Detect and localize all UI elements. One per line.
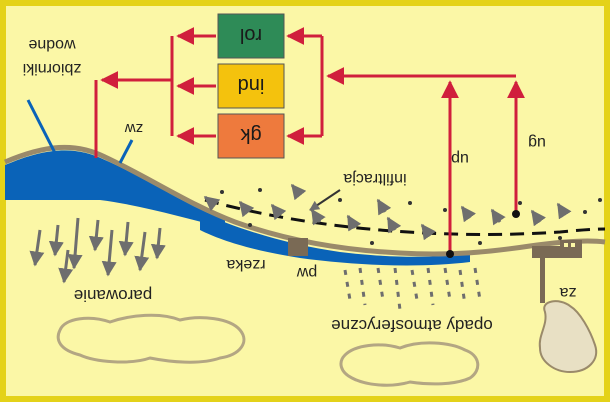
label-za: za: [559, 284, 576, 301]
box-gk: [217, 113, 285, 159]
infiltration-arrows: [203, 183, 572, 241]
label-evaporation: parowanie: [74, 286, 152, 305]
lake-water: [5, 150, 225, 228]
flow-lines: [94, 27, 525, 254]
label-water-bodies-line1: wodne: [28, 36, 76, 53]
box-ind: [217, 63, 285, 109]
ug-source-dot: [512, 210, 520, 218]
label-precipitation: opady atmosferyczne: [331, 316, 493, 335]
cloud-za: [538, 300, 598, 374]
label-water-bodies-line2: zbiorniki: [23, 60, 82, 77]
box-ind-label: ind: [238, 74, 265, 96]
za-windows: [564, 243, 575, 247]
box-rol: [217, 13, 285, 59]
label-up: up: [451, 150, 469, 167]
label-river: rzeka: [226, 256, 265, 273]
zw-pointer: [118, 139, 134, 164]
pw-structure: [288, 238, 308, 256]
infiltration-pointer: [309, 189, 341, 211]
water-bodies-pointer: [26, 99, 57, 154]
cloud-left: [56, 313, 246, 364]
up-source-dot: [446, 250, 454, 258]
river-water: [200, 212, 470, 266]
evaporation-arrows: [29, 217, 166, 284]
soil-specks: [220, 188, 602, 245]
label-ug: ug: [528, 134, 546, 151]
label-infiltration: infiltracja: [343, 170, 406, 187]
box-gk-label: gk: [239, 124, 261, 146]
label-pw: pw: [296, 264, 317, 281]
box-rol-label: rol: [240, 24, 262, 46]
cloud-right: [339, 341, 480, 387]
za-pipe: [540, 258, 545, 303]
precipitation-drops: [343, 267, 482, 311]
label-zw: zw: [125, 120, 144, 137]
